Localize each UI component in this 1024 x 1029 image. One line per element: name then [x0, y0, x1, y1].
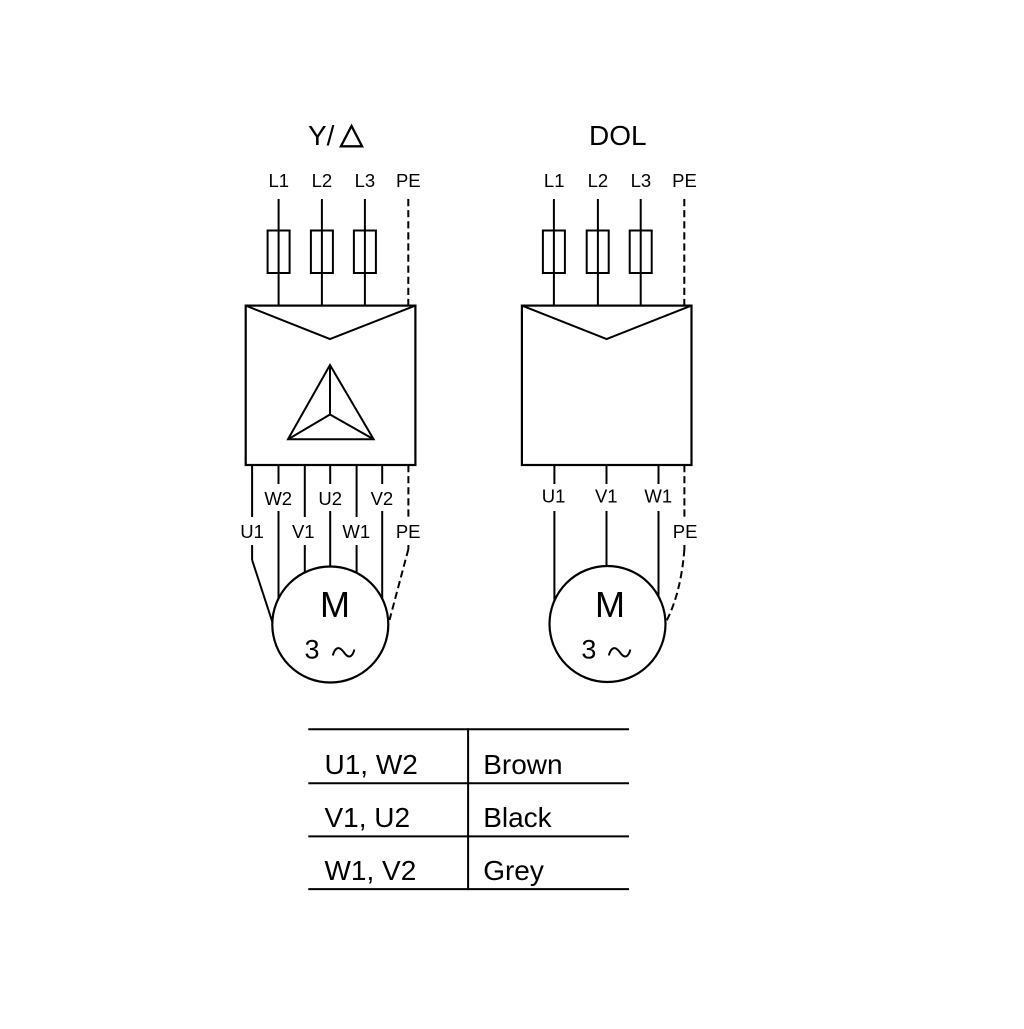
svg-text:L3: L3 [631, 170, 652, 191]
svg-text:Y/: Y/ [308, 120, 335, 151]
svg-text:PE: PE [396, 170, 421, 191]
svg-text:3: 3 [581, 635, 596, 665]
svg-text:PE: PE [396, 521, 421, 542]
svg-text:L2: L2 [588, 170, 609, 191]
svg-text:W2: W2 [264, 488, 292, 509]
svg-text:DOL: DOL [589, 120, 647, 151]
svg-text:U1: U1 [240, 521, 264, 542]
svg-text:W1: W1 [342, 521, 370, 542]
svg-text:U2: U2 [318, 488, 342, 509]
svg-text:V1: V1 [595, 485, 618, 506]
svg-text:Black: Black [483, 802, 552, 833]
svg-text:L3: L3 [355, 170, 376, 191]
svg-text:V2: V2 [371, 488, 394, 509]
svg-text:Grey: Grey [483, 855, 544, 886]
svg-text:W1: W1 [644, 485, 672, 506]
svg-text:V1: V1 [292, 521, 315, 542]
svg-text:L2: L2 [312, 170, 333, 191]
svg-text:L1: L1 [544, 170, 565, 191]
svg-text:U1: U1 [542, 485, 566, 506]
svg-text:U1, W2: U1, W2 [325, 749, 418, 780]
svg-text:M: M [595, 584, 625, 625]
svg-text:PE: PE [672, 170, 697, 191]
svg-text:L1: L1 [269, 170, 290, 191]
svg-text:Brown: Brown [483, 749, 562, 780]
svg-text:W1, V2: W1, V2 [325, 855, 417, 886]
svg-text:M: M [320, 584, 350, 625]
svg-text:3: 3 [304, 635, 319, 665]
svg-text:V1, U2: V1, U2 [325, 802, 411, 833]
svg-text:PE: PE [673, 521, 698, 542]
